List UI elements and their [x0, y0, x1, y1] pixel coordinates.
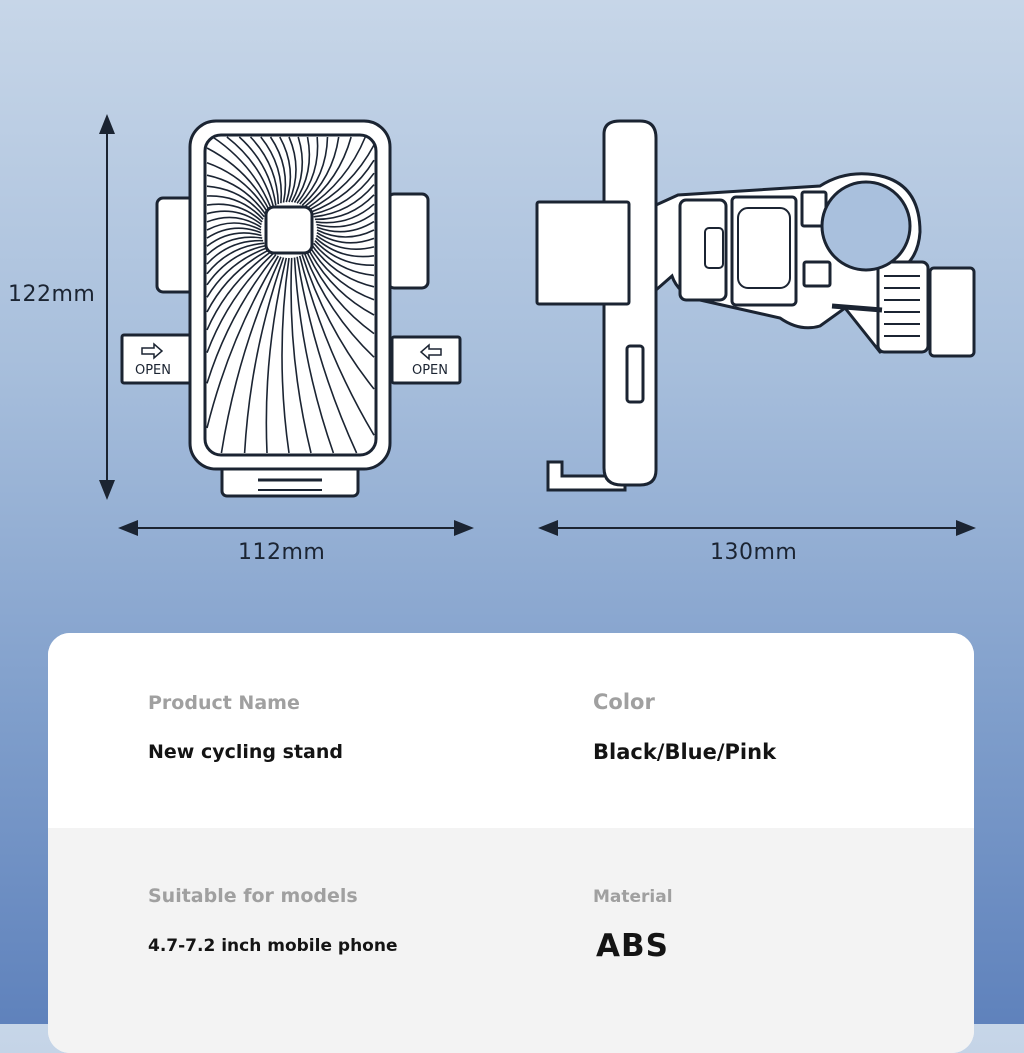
sunburst-line — [288, 136, 297, 203]
sunburst-line — [311, 245, 375, 288]
sunburst-line — [206, 210, 262, 226]
dimension-drawing: OPEN OPEN — [99, 114, 976, 536]
sunburst-line — [206, 222, 262, 231]
sunburst-line — [265, 257, 288, 454]
handlebar-ring — [820, 180, 912, 272]
sunburst-line — [206, 195, 264, 220]
sunburst-pattern — [206, 136, 375, 454]
color-label: Color — [593, 690, 655, 714]
models-label: Suitable for models — [148, 885, 358, 907]
sunburst-line — [206, 250, 272, 331]
sunburst-line — [206, 247, 268, 298]
product-diagram: OPEN OPEN — [8, 114, 976, 565]
sunburst-line — [269, 136, 287, 203]
sunburst-line — [316, 220, 375, 233]
center-pad — [264, 205, 314, 255]
sunburst-line — [206, 244, 266, 286]
sunburst-line — [299, 136, 329, 205]
front-width-label: 112mm — [238, 540, 326, 565]
sunburst-line — [308, 144, 375, 211]
open-arrow-icon — [141, 342, 442, 361]
product-name-label: Product Name — [148, 692, 300, 714]
sunburst-line — [296, 136, 319, 204]
sunburst-line — [296, 256, 358, 454]
sunburst-line — [206, 203, 263, 223]
sunburst-line — [316, 232, 375, 244]
sunburst-line — [304, 136, 352, 208]
sunburst-line — [206, 255, 279, 429]
sunburst-line — [206, 232, 262, 247]
right-tab-label: OPEN — [412, 363, 448, 378]
sunburst-line — [315, 203, 375, 224]
sunburst-line — [260, 136, 283, 204]
sunburst-line — [206, 249, 270, 313]
sunburst-line — [314, 240, 375, 267]
sunburst-line — [206, 254, 277, 384]
sunburst-line — [206, 239, 264, 265]
side-width-label: 130mm — [710, 540, 798, 565]
sunburst-line — [290, 257, 312, 454]
sunburst-line — [306, 136, 367, 210]
color-value: Black/Blue/Pink — [593, 740, 777, 764]
sunburst-line — [206, 147, 270, 211]
side-view-holder — [535, 119, 976, 492]
models-value: 4.7-7.2 inch mobile phone — [148, 936, 398, 956]
sunburst-line — [316, 212, 375, 228]
sunburst-line — [206, 252, 274, 353]
sunburst-line — [206, 161, 269, 213]
left-tab-label: OPEN — [135, 363, 171, 378]
sunburst-line — [316, 229, 375, 238]
sunburst-line — [306, 251, 375, 335]
sunburst-line — [301, 254, 375, 390]
sunburst-line — [206, 216, 262, 228]
product-name-value: New cycling stand — [148, 741, 343, 763]
sunburst-line — [314, 194, 375, 221]
spec-card: Product Name New cycling stand Color Bla… — [48, 633, 974, 1053]
sunburst-line — [243, 257, 285, 454]
sunburst-line — [293, 257, 335, 454]
sunburst-line — [226, 136, 275, 207]
sunburst-line — [310, 159, 375, 213]
sunburst-line — [206, 185, 265, 218]
height-label: 122mm — [8, 282, 96, 307]
sunburst-line — [249, 136, 280, 205]
sunburst-line — [279, 136, 292, 203]
sunburst-line — [298, 255, 375, 436]
material-label: Material — [593, 887, 673, 907]
sunburst-line — [309, 247, 375, 301]
spec-row-2: Suitable for models 4.7-7.2 inch mobile … — [48, 828, 974, 1053]
sunburst-line — [290, 136, 304, 203]
sunburst-line — [281, 257, 290, 454]
sunburst-line — [313, 184, 375, 218]
sunburst-line — [212, 136, 272, 209]
sunburst-line — [220, 256, 282, 454]
sunburst-line — [301, 136, 340, 206]
sunburst-line — [308, 249, 375, 316]
sunburst-line — [206, 174, 267, 215]
sunburst-line — [303, 253, 375, 358]
sunburst-line — [238, 136, 277, 206]
sunburst-line — [206, 227, 262, 239]
sunburst-line — [316, 234, 375, 250]
material-value: ABS — [596, 928, 669, 964]
sunburst-line — [312, 172, 375, 216]
sunburst-line — [315, 237, 375, 258]
sunburst-line — [206, 242, 265, 275]
sunburst-line — [206, 236, 263, 256]
sunburst-line — [313, 242, 375, 277]
sunburst-line — [293, 136, 311, 203]
spec-row-1: Product Name New cycling stand Color Bla… — [48, 633, 974, 828]
